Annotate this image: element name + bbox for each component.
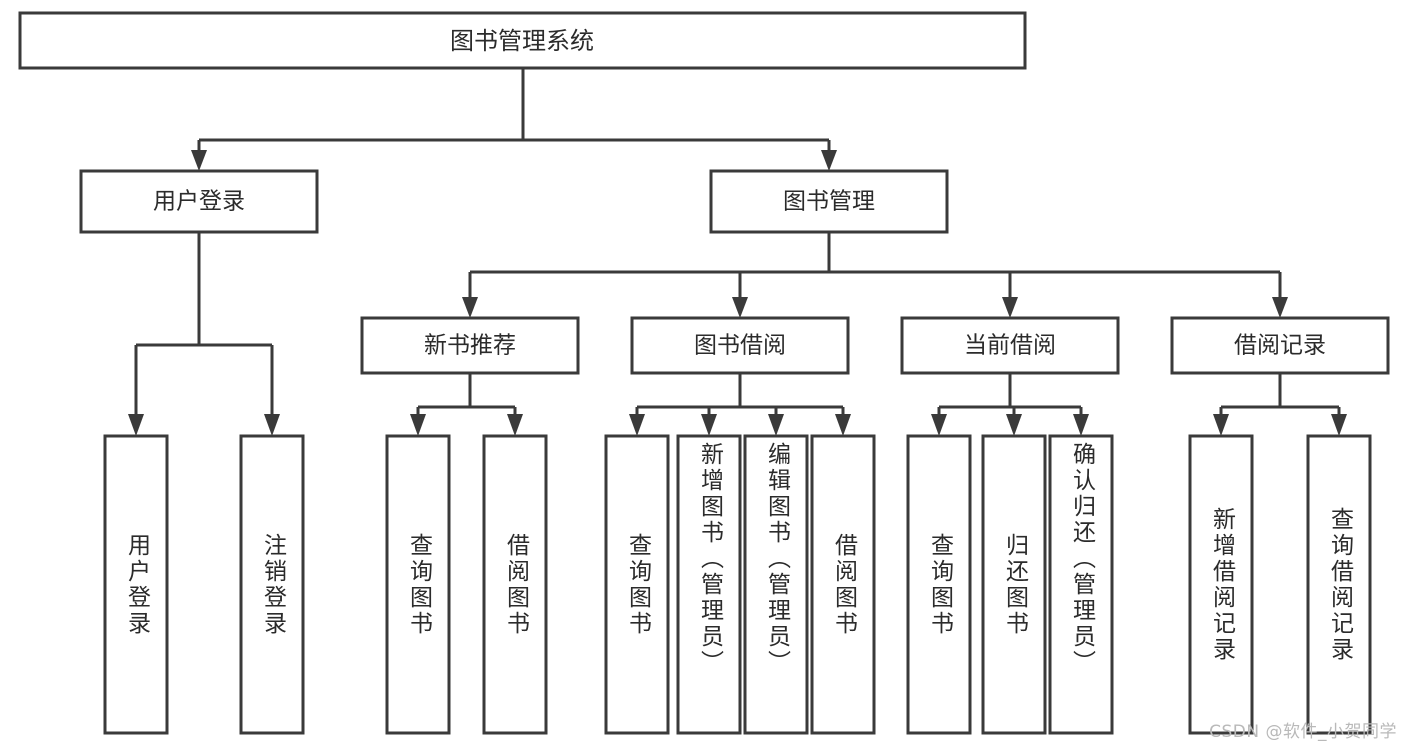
node-new-book-rec-rect[interactable] [360,316,580,375]
node-leaf-add-book-rect[interactable] [676,434,742,735]
node-leaf-query-book-1-rect[interactable] [385,434,451,735]
arrow-icon-new-book-rec [462,297,478,318]
arrow-icon-leaf-confirm-return [1073,414,1089,436]
node-user-login[interactable]: 用户登录 [79,169,319,234]
node-leaf-query-record-rect[interactable] [1306,434,1372,735]
arrow-icon-leaf-query-book-2 [629,414,645,436]
node-book-borrow-rect[interactable] [630,316,850,375]
arrow-icon-leaf-query-record [1331,414,1347,436]
arrow-icon-user-login [191,150,207,171]
arrow-icon-current-borrow [1002,297,1018,318]
arrow-icon-leaf-edit-book [768,414,784,436]
node-leaf-return-book-rect[interactable] [981,434,1047,735]
node-book-borrow[interactable]: 图书借阅 [630,316,850,375]
connector-group [128,68,1347,436]
arrow-icon-leaf-user-logout [264,414,280,436]
node-current-borrow[interactable]: 当前借阅 [900,316,1120,375]
node-book-manage-rect[interactable] [709,169,949,234]
arrow-icon-leaf-add-record [1213,414,1229,436]
node-root-rect[interactable] [18,11,1027,70]
node-leaf-user-logout-rect[interactable] [239,434,305,735]
arrow-icon-borrow-record [1272,297,1288,318]
node-leaf-borrow-book-2-rect[interactable] [810,434,876,735]
csdn-watermark: CSDN @软件_小贺同学 [1209,722,1397,742]
arrow-icon-leaf-borrow-book-2 [835,414,851,436]
node-user-login-label: 用户登录 [153,189,245,215]
node-root[interactable]: 图书管理系统 [18,11,1027,70]
node-user-login-rect[interactable] [79,169,319,234]
node-book-manage[interactable]: 图书管理 [709,169,949,234]
arrow-icon-leaf-query-book-1 [410,414,426,436]
node-current-borrow-rect[interactable] [900,316,1120,375]
node-book-manage-label: 图书管理 [783,189,875,215]
node-leaf-edit-book-rect[interactable] [743,434,809,735]
arrow-icon-leaf-return-book [1006,414,1022,436]
node-borrow-record-label: 借阅记录 [1234,333,1326,359]
arrow-icon-book-manage [821,150,837,171]
arrow-icon-leaf-user-login [128,414,144,436]
node-leaf-query-book-2-rect[interactable] [604,434,670,735]
arrow-icon-leaf-query-book-3 [931,414,947,436]
node-root-label: 图书管理系统 [450,27,594,55]
arrow-icon-leaf-add-book [701,414,717,436]
node-leaf-query-book-3-rect[interactable] [906,434,972,735]
node-leaf-confirm-return-rect[interactable] [1048,434,1114,735]
node-new-book-rec-label: 新书推荐 [424,333,516,359]
node-group: 图书管理系统 用户登录 图书管理 新书推荐 图书借阅 当前 [18,11,1390,735]
node-leaf-add-record-rect[interactable] [1188,434,1254,735]
node-borrow-record[interactable]: 借阅记录 [1170,316,1390,375]
node-borrow-record-rect[interactable] [1170,316,1390,375]
node-book-borrow-label: 图书借阅 [694,333,786,359]
arrow-icon-leaf-borrow-book-1 [507,414,523,436]
node-new-book-rec[interactable]: 新书推荐 [360,316,580,375]
node-leaf-user-login-rect[interactable] [103,434,169,735]
node-leaf-borrow-book-1-rect[interactable] [482,434,548,735]
arrow-icon-book-borrow [732,297,748,318]
node-current-borrow-label: 当前借阅 [964,333,1056,359]
